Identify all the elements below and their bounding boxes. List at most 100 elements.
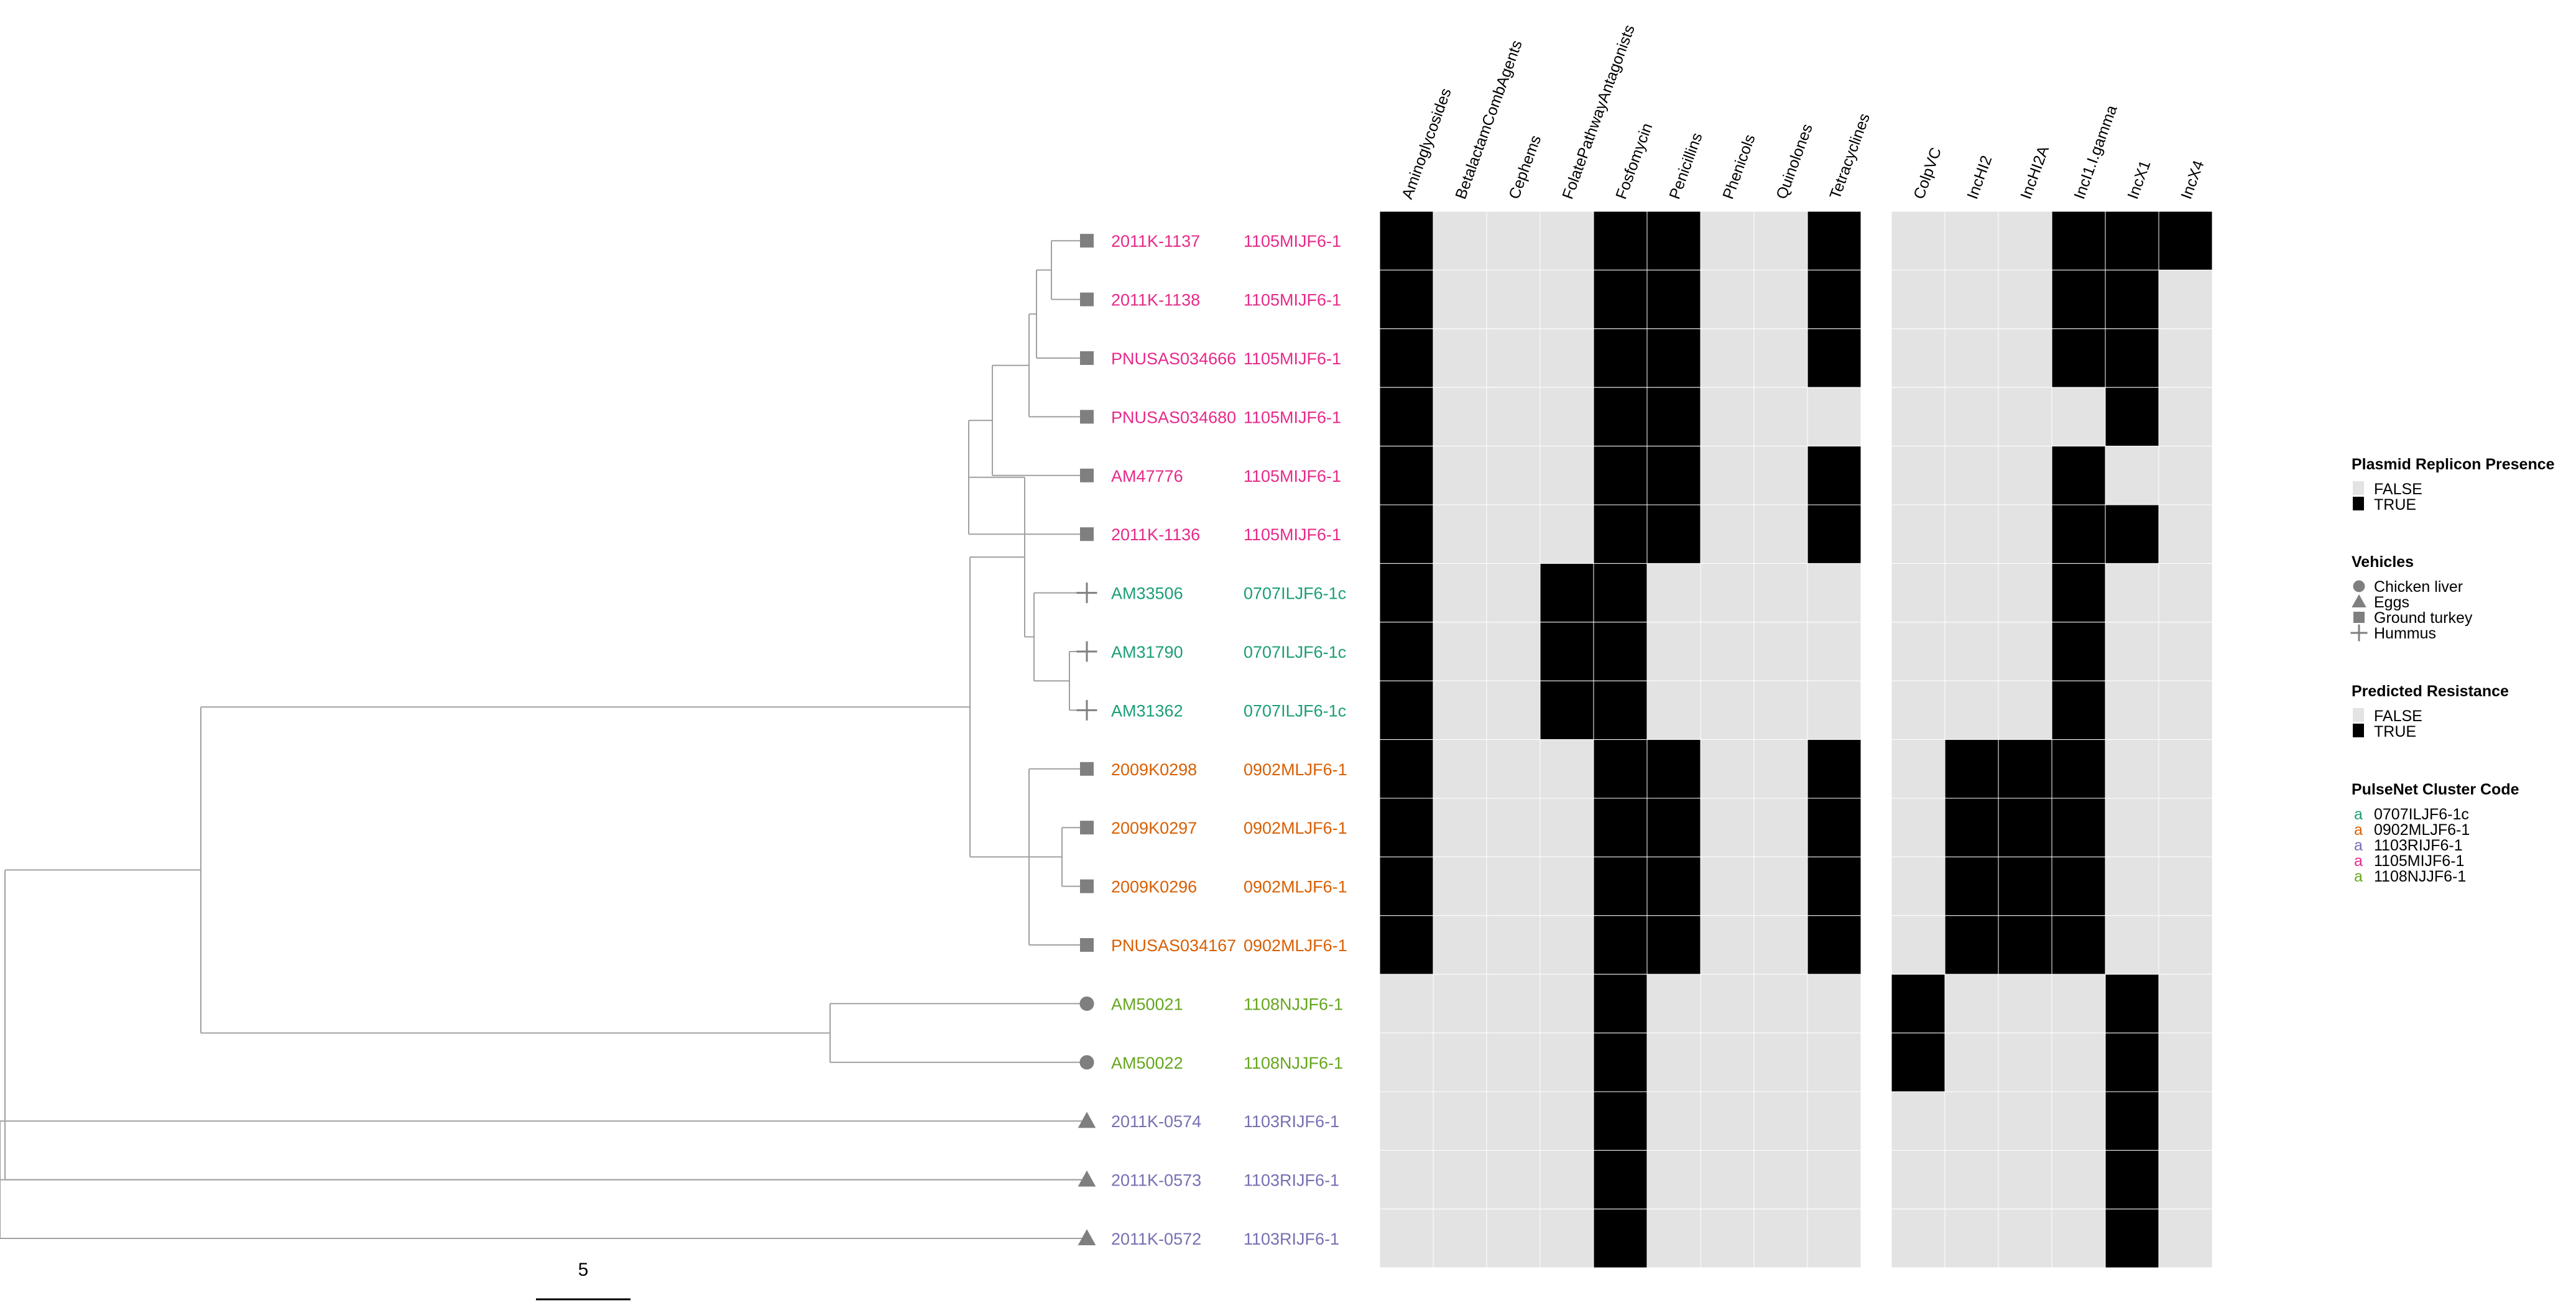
plasmid-cell — [1944, 1033, 1999, 1092]
circle-vehicle-icon — [1079, 996, 1094, 1011]
plasmid-cell — [2158, 680, 2213, 740]
resistance-cell — [1540, 269, 1594, 329]
tip-symbols — [1076, 234, 1097, 1245]
resistance-cell — [1753, 1209, 1808, 1268]
resistance-cell — [1807, 387, 1862, 447]
phylogenetic-tree — [0, 240, 1087, 1239]
legend-title: PulseNet Cluster Code — [2352, 781, 2519, 798]
resistance-cell — [1486, 387, 1541, 447]
legend-item-label: Hummus — [2374, 625, 2436, 642]
resistance-cell — [1379, 915, 1434, 975]
isolate-id-label: AM47776 — [1111, 467, 1183, 486]
cluster-code-label: 0902MLJF6-1 — [1244, 936, 1347, 955]
resistance-cell — [1593, 739, 1648, 799]
resistance-cell — [1379, 387, 1434, 447]
resistance-cell — [1486, 504, 1541, 564]
resistance-cell — [1379, 1091, 1434, 1151]
cluster-code-label: 0707ILJF6-1c — [1244, 701, 1346, 720]
resistance-cell — [1379, 798, 1434, 857]
resistance-cell — [1486, 563, 1541, 623]
plasmid-cell — [1998, 680, 2052, 740]
plus-vehicle-icon — [1076, 641, 1097, 662]
plasmid-cell — [2158, 446, 2213, 505]
resistance-cell — [1646, 387, 1701, 447]
plasmid-cell — [2051, 387, 2106, 447]
resistance-cell — [1379, 211, 1434, 270]
plasmid-cell — [2105, 739, 2159, 799]
plasmid-cell — [2105, 974, 2159, 1034]
plasmid-cell — [1944, 622, 1999, 681]
plasmid-cell — [1998, 387, 2052, 447]
square-vehicle-icon — [1080, 879, 1094, 893]
triangle-vehicle-icon — [1078, 1112, 1096, 1128]
resistance-cell — [1807, 856, 1862, 916]
resistance-cell — [1593, 387, 1648, 447]
resistance-cell — [1433, 798, 1487, 857]
cluster-code-label: 1105MIJF6-1 — [1244, 467, 1341, 486]
legend-color-glyph: a — [2354, 868, 2363, 885]
plasmid-column-header: IncX4 — [2177, 158, 2207, 201]
resistance-cell — [1540, 680, 1594, 740]
plasmid-cell — [2051, 622, 2106, 681]
resistance-cell — [1433, 915, 1487, 975]
resistance-cell — [1593, 915, 1648, 975]
scale-bar-label: 5 — [578, 1260, 589, 1280]
isolate-id-label: 2011K-0572 — [1111, 1230, 1201, 1248]
resistance-cell — [1700, 622, 1755, 681]
resistance-cell — [1807, 1033, 1862, 1092]
plasmid-cell — [2105, 622, 2159, 681]
resistance-cell — [1646, 739, 1701, 799]
plasmid-cell — [1891, 1091, 1946, 1151]
resistance-column-header: Quinolones — [1773, 122, 1816, 201]
resistance-cell — [1486, 739, 1541, 799]
resistance-cell — [1433, 680, 1487, 740]
plasmid-cell — [2158, 1091, 2213, 1151]
legend-item-label: 1108NJJF6-1 — [2374, 868, 2466, 885]
resistance-cell — [1433, 974, 1487, 1034]
square-vehicle-icon — [1080, 821, 1094, 835]
legend-color-glyph: a — [2354, 837, 2363, 854]
plasmid-cell — [2051, 211, 2106, 270]
resistance-cell — [1646, 974, 1701, 1034]
plasmid-cell — [2158, 622, 2213, 681]
square-vehicle-icon — [1080, 938, 1094, 952]
resistance-cell — [1753, 1033, 1808, 1092]
plasmid-cell — [1944, 563, 1999, 623]
circle-legend-icon — [2353, 580, 2365, 592]
resistance-column-header: Penicillins — [1666, 131, 1706, 201]
resistance-cell — [1486, 974, 1541, 1034]
legend-item-label: FALSE — [2374, 707, 2422, 725]
resistance-cell — [1379, 856, 1434, 916]
plus-legend-icon — [2350, 624, 2368, 642]
plasmid-cell — [2105, 269, 2159, 329]
plasmid-cell — [1891, 622, 1946, 681]
plasmid-cell — [1998, 798, 2052, 857]
legend-item-label: Chicken liver — [2374, 578, 2463, 596]
resistance-cell — [1807, 915, 1862, 975]
plasmid-cell — [1944, 269, 1999, 329]
plasmid-cell — [1944, 680, 1999, 740]
resistance-cell — [1540, 915, 1594, 975]
isolate-id-label: PNUSAS034680 — [1111, 408, 1236, 426]
plasmid-cell — [1891, 504, 1946, 564]
resistance-cell — [1807, 622, 1862, 681]
resistance-cell — [1753, 328, 1808, 388]
isolate-id-label: 2011K-1136 — [1111, 525, 1200, 544]
cluster-code-label: 0707ILJF6-1c — [1244, 584, 1346, 603]
resistance-cell — [1379, 504, 1434, 564]
resistance-cell — [1753, 798, 1808, 857]
resistance-cell — [1646, 915, 1701, 975]
resistance-cell — [1593, 798, 1648, 857]
resistance-cell — [1753, 915, 1808, 975]
legend-title: Predicted Resistance — [2352, 683, 2509, 700]
isolate-id-label: AM31790 — [1111, 643, 1183, 661]
plasmid-cell — [2051, 856, 2106, 916]
cluster-code-label: 0902MLJF6-1 — [1244, 878, 1347, 896]
resistance-cell — [1646, 1209, 1701, 1268]
resistance-cell — [1540, 211, 1594, 270]
plasmid-cell — [2051, 1149, 2106, 1210]
isolate-id-label: 2009K0297 — [1111, 819, 1197, 837]
plasmid-cell — [1998, 1209, 2052, 1268]
plasmid-cell — [1891, 680, 1946, 740]
